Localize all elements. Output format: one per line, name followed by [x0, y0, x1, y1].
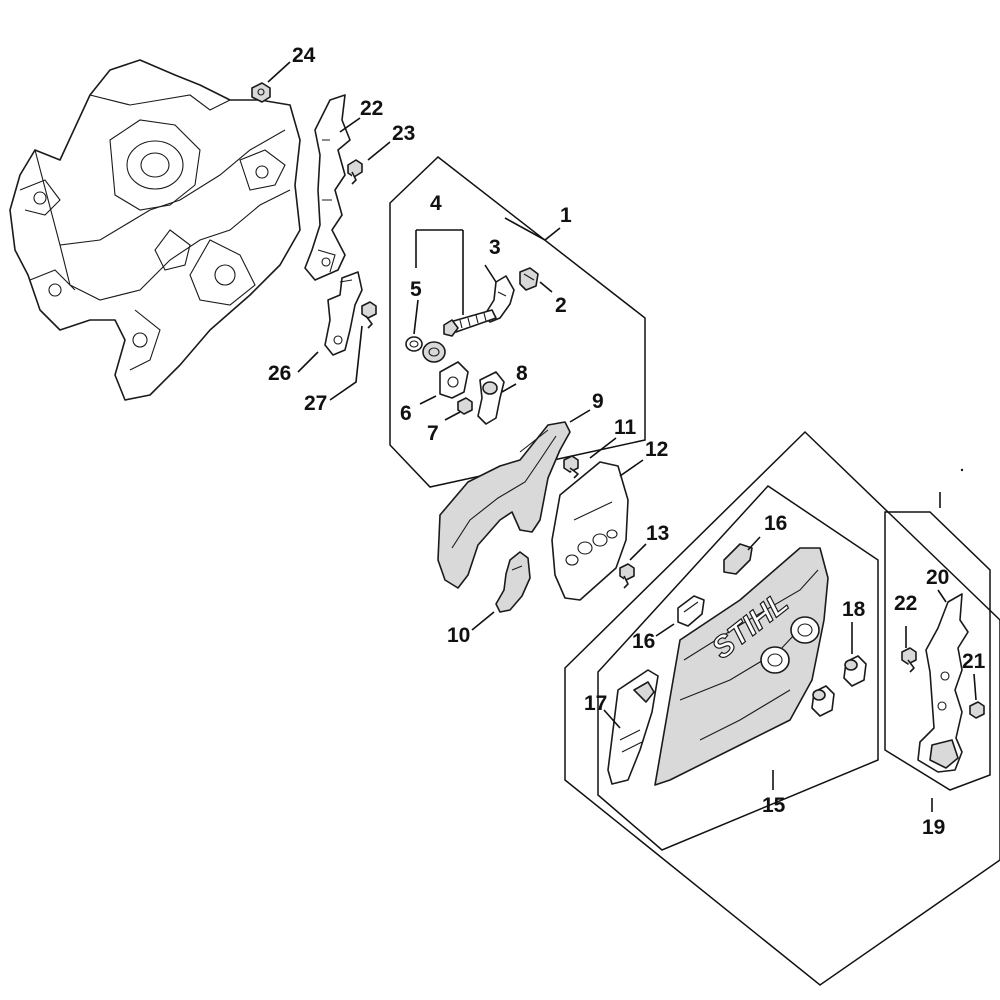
part-6-plate — [439, 361, 469, 399]
part-16-pad-lower — [677, 595, 705, 627]
part-23-bracket — [304, 94, 351, 281]
leader-lines — [267, 61, 977, 812]
part-9-chain-guide — [437, 421, 571, 589]
part-16-pad-upper — [723, 543, 753, 575]
part-2-clip — [519, 267, 539, 291]
part-4-gear — [422, 341, 446, 363]
callout-labels: 24 22 23 1 4 3 5 2 8 6 7 9 11 12 13 10 2… — [268, 44, 986, 839]
callout-23: 22 — [360, 97, 383, 120]
callout-18: 18 — [842, 598, 866, 621]
part-10-chain-catcher — [495, 551, 531, 613]
part-22-screw — [901, 647, 917, 673]
assembly-1-frame — [389, 156, 646, 488]
callout-20: 20 — [926, 566, 949, 589]
part-20-catcher-plate — [917, 593, 969, 773]
callout-16-lower: 16 — [632, 630, 655, 653]
crankcase-housing — [9, 59, 301, 401]
callout-11: 11 — [614, 416, 637, 439]
callout-17: 17 — [584, 692, 607, 715]
callout-2: 2 — [555, 294, 567, 317]
callout-7: 7 — [427, 422, 439, 445]
outer-assembly-frame — [564, 430, 1000, 986]
callout-8: 8 — [516, 362, 528, 385]
part-4-tensioner-screw — [443, 309, 497, 337]
part-7-screw — [457, 397, 473, 415]
part-5-o-ring — [405, 336, 423, 352]
part-21-nut — [969, 701, 985, 719]
part-25-nut — [251, 82, 271, 103]
part-17-tensioner-bar — [607, 669, 659, 785]
callout-26: 26 — [268, 362, 291, 385]
callout-24: 23 — [392, 122, 415, 145]
callout-27: 27 — [304, 392, 327, 415]
callout-25: 24 — [292, 44, 316, 67]
part-11-screw — [563, 455, 579, 479]
part-15-sprocket-cover: STIHL — [654, 547, 829, 786]
callout-15: 15 — [762, 794, 786, 817]
callout-3: 3 — [489, 236, 501, 259]
part-13-screw — [619, 563, 635, 589]
part-8-sprocket-cover — [477, 371, 505, 425]
callout-13: 13 — [646, 522, 669, 545]
callout-22: 22 — [894, 592, 917, 615]
callout-12: 12 — [645, 438, 668, 461]
part-26-bracket — [324, 271, 363, 356]
callout-5: 5 — [410, 278, 422, 301]
callout-10: 10 — [447, 624, 470, 647]
callout-4: 4 — [430, 192, 442, 215]
part-27-screw — [361, 301, 377, 329]
assembly-19-frame — [884, 511, 991, 791]
callout-16-upper: 16 — [764, 512, 787, 535]
part-12-side-plate — [551, 461, 629, 601]
part-24-screw — [347, 159, 363, 185]
assembly-15-frame — [597, 485, 879, 851]
callout-9: 9 — [592, 390, 604, 413]
part-18-nuts — [811, 655, 867, 717]
callout-1: 1 — [560, 204, 572, 227]
callout-19: 19 — [922, 816, 945, 839]
callout-6: 6 — [400, 402, 412, 425]
callout-21: 21 — [962, 650, 986, 673]
